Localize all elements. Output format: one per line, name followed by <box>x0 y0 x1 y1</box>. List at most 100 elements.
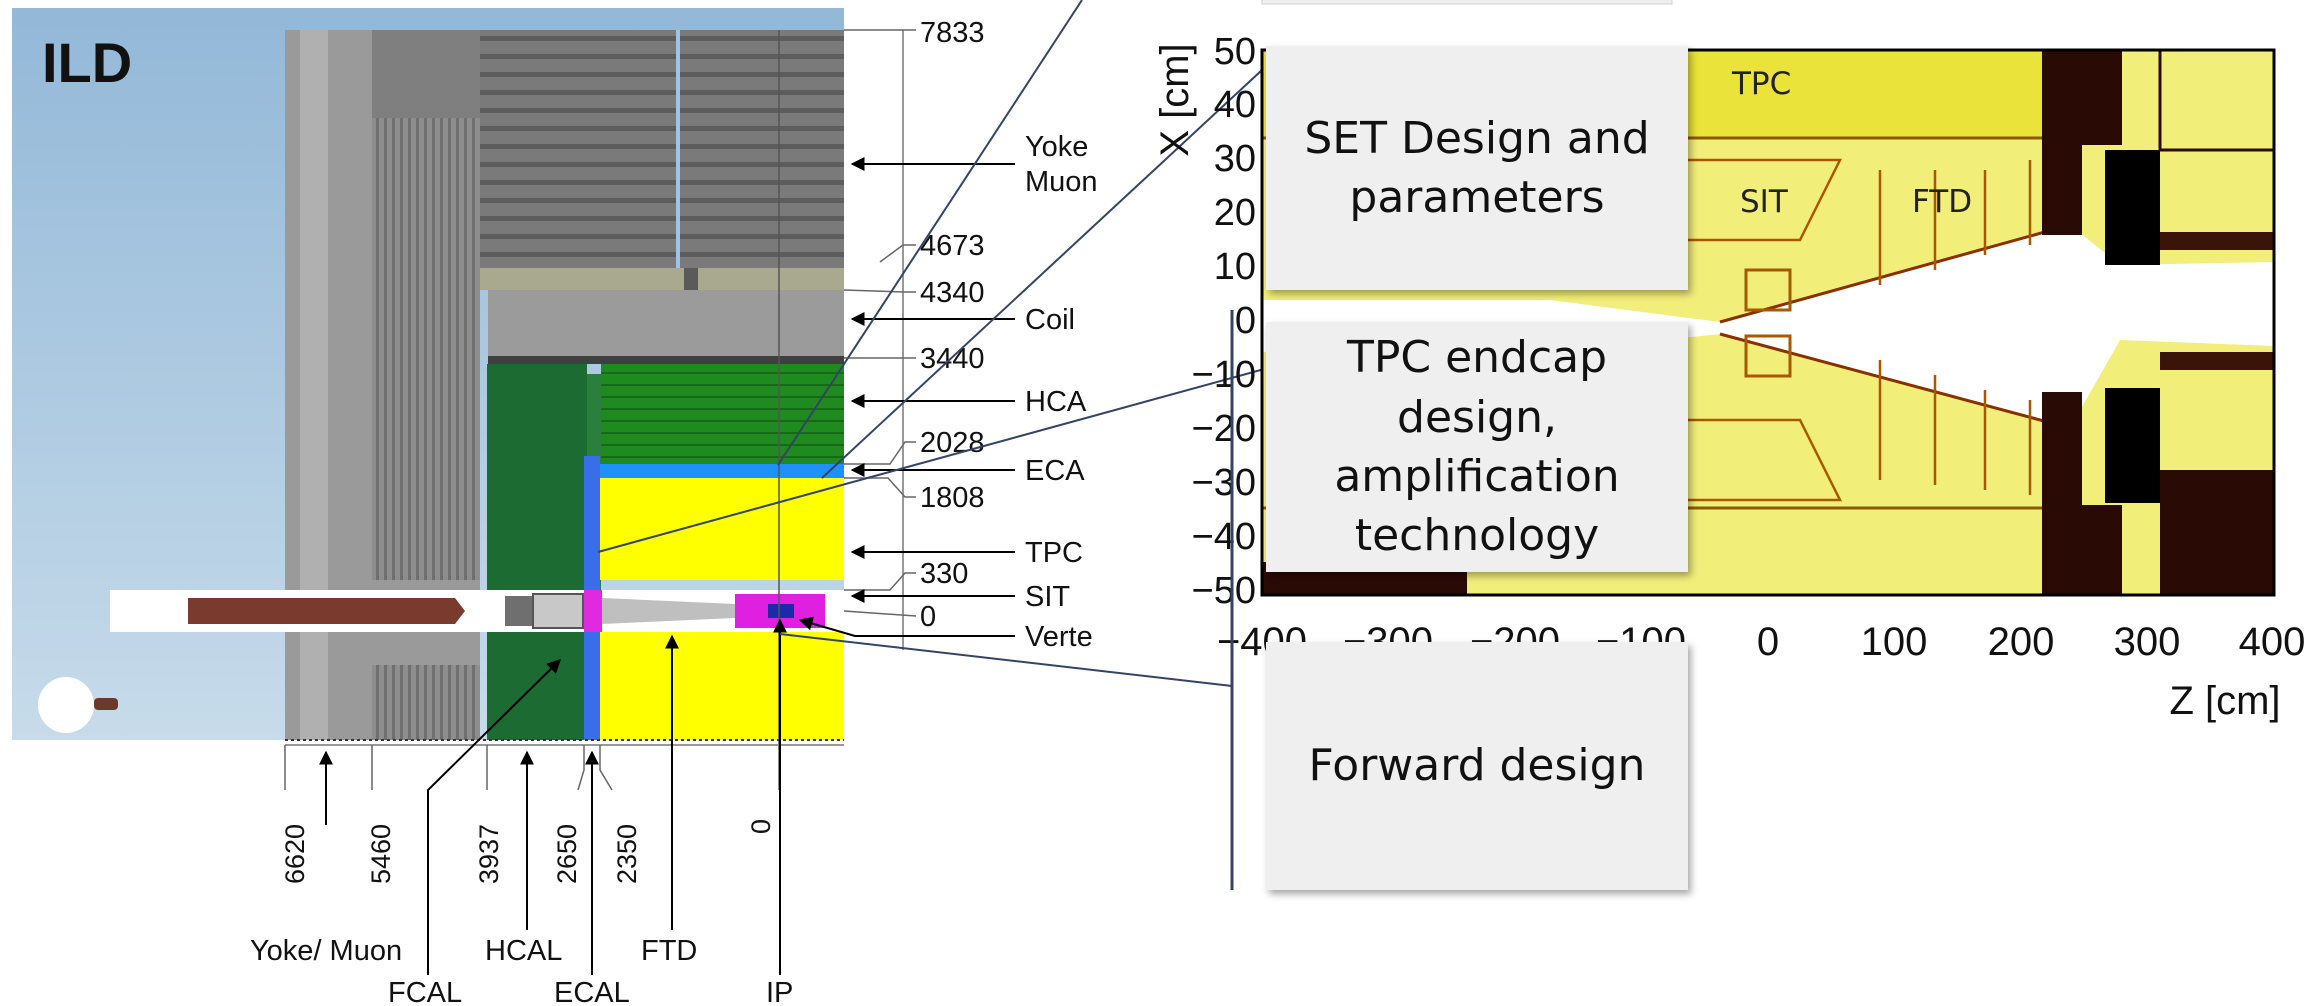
x-tick-300: 300 <box>2114 620 2181 664</box>
component-labels: Yoke Muon Coil HCA ECA TPC SIT Verte <box>798 131 1098 653</box>
connector-top-1 <box>777 0 1083 466</box>
y-tick-10: 10 <box>1214 246 1256 288</box>
z-tick-3937: 3937 <box>474 824 504 884</box>
label-muon: Muon <box>1025 166 1098 198</box>
x-tick-100: 100 <box>1861 620 1928 664</box>
yoke-endcap-stripes-top <box>372 118 480 580</box>
z-tick-lines <box>284 745 780 791</box>
plot-frame <box>1260 48 2276 597</box>
radial-tick-7833: 7833 <box>920 17 985 49</box>
label-ecal: ECA <box>1025 455 1085 487</box>
fwd-block-3 <box>2105 388 2160 503</box>
y-tick-20: 20 <box>1214 192 1256 234</box>
callout-forward-design-text: Forward design <box>1308 740 1646 792</box>
z-tick-5460: 5460 <box>366 824 396 884</box>
fwd-dark-bottom <box>2042 392 2082 595</box>
y-tick-50: 50 <box>1214 31 1256 73</box>
logo-stub <box>94 698 118 710</box>
bottom-labels: Yoke/ Muon HCAL FTD IP FCAL ECAL <box>250 935 793 1006</box>
radial-scale: 7833 4673 4340 3440 2028 1808 330 0 <box>843 17 985 650</box>
forward-structure <box>2042 48 2276 595</box>
tpc-lower <box>600 632 844 740</box>
z-tick-6620: 6620 <box>280 824 310 884</box>
y-tick-m20: −20 <box>1192 408 1256 450</box>
connector-tpc <box>597 367 1269 553</box>
label-ecal-bottom: ECAL <box>554 977 630 1006</box>
tpc <box>600 478 844 580</box>
callout-tpc-endcap-text: TPC endcap design, amplification technol… <box>1334 332 1620 562</box>
region-sit: SIT <box>1740 184 1789 220</box>
beam-pipe-magnet <box>188 598 465 624</box>
connector-lines <box>597 0 1269 687</box>
fwd-dark-top <box>2042 50 2082 235</box>
ftd-disk-lines <box>1878 160 2032 495</box>
fwd-edge-top <box>2158 48 2276 152</box>
callout-set-design: SET Design and parameters <box>1266 46 1688 290</box>
x-tick-400: 400 <box>2239 620 2306 664</box>
y-tick-40: 40 <box>1214 84 1256 126</box>
fwd-block-2 <box>2105 150 2160 265</box>
fwd-block-4 <box>2082 505 2122 595</box>
y-tick-m10: −10 <box>1192 354 1256 396</box>
arrow-vertex <box>798 616 1015 637</box>
coil <box>488 290 844 358</box>
callout-top-sliver <box>1261 0 1673 5</box>
coil-inner-edge <box>488 356 844 364</box>
beam-cone-white <box>1262 225 2274 428</box>
callout-tpc-endcap: TPC endcap design, amplification technol… <box>1266 322 1688 572</box>
hcal-barrel <box>601 364 844 464</box>
y-tick-30: 30 <box>1214 138 1256 180</box>
callout-set-design-text: SET Design and parameters <box>1304 112 1650 223</box>
radial-tick-0: 0 <box>920 601 936 633</box>
y-axis: 50 40 30 20 10 0 −10 −20 −30 −40 −50 X [… <box>1153 31 1256 612</box>
fwd-strip-bottom <box>2160 352 2274 370</box>
fwd-edge-bottom <box>2160 470 2274 595</box>
y-tick-m30: −30 <box>1192 462 1256 504</box>
y-tick-m50: −50 <box>1192 570 1256 612</box>
label-yoke: Yoke <box>1025 131 1088 163</box>
x-tick-0: 0 <box>1757 620 1779 664</box>
logo-circle <box>38 677 94 733</box>
radial-tick-3440: 3440 <box>920 343 985 375</box>
label-hcal: HCA <box>1025 386 1087 418</box>
yoke-endcap-stripes-bottom <box>372 665 480 740</box>
connector-forward <box>779 633 1233 687</box>
y-axis-label: X [cm] <box>1153 43 1197 156</box>
label-yoke-muon: Yoke/ Muon <box>250 935 402 967</box>
coil-support <box>684 268 698 290</box>
label-fcal: FCAL <box>388 977 462 1006</box>
y-tick-m40: −40 <box>1192 516 1256 558</box>
ild-quarter-view: ILD 7833 4673 4340 3440 2028 1808 330 0 … <box>12 8 1098 1006</box>
region-ftd: FTD <box>1912 184 1972 220</box>
arrow-fcal <box>427 659 561 975</box>
fwd-strip-top <box>2160 232 2274 250</box>
radial-tick-leaders <box>843 29 917 617</box>
region-labels: TPC SIT FTD <box>1731 66 1972 220</box>
label-ip: IP <box>766 977 793 1006</box>
coil-cryostat <box>480 268 844 290</box>
ftd-cone-lines <box>1719 223 2071 430</box>
region-tpc: TPC <box>1731 66 1791 102</box>
yoke-barrel <box>480 30 844 268</box>
radial-tick-4673: 4673 <box>920 230 985 262</box>
ild-title: ILD <box>42 31 132 94</box>
label-hcal-bottom: HCAL <box>485 935 562 967</box>
fwd-block-1 <box>2082 50 2122 145</box>
callout-forward-design: Forward design <box>1266 642 1688 890</box>
z-scale: 6620 5460 3937 2650 2350 0 <box>280 744 844 884</box>
ftd-disks <box>584 590 602 632</box>
label-tpc: TPC <box>1025 537 1083 569</box>
beam-cone <box>602 598 735 624</box>
ecal-barrel <box>584 464 844 478</box>
radial-tick-330: 330 <box>920 558 968 590</box>
radial-tick-2028: 2028 <box>920 427 985 459</box>
label-sit: SIT <box>1025 581 1070 613</box>
hcal-endcap <box>487 364 587 740</box>
y-tick-0: 0 <box>1235 300 1256 342</box>
x-axis-label: Z [cm] <box>2169 679 2280 723</box>
z-tick-0: 0 <box>746 819 776 834</box>
z-tick-2350: 2350 <box>612 824 642 884</box>
radial-tick-4340: 4340 <box>920 277 985 309</box>
vertex-detector <box>768 604 794 618</box>
